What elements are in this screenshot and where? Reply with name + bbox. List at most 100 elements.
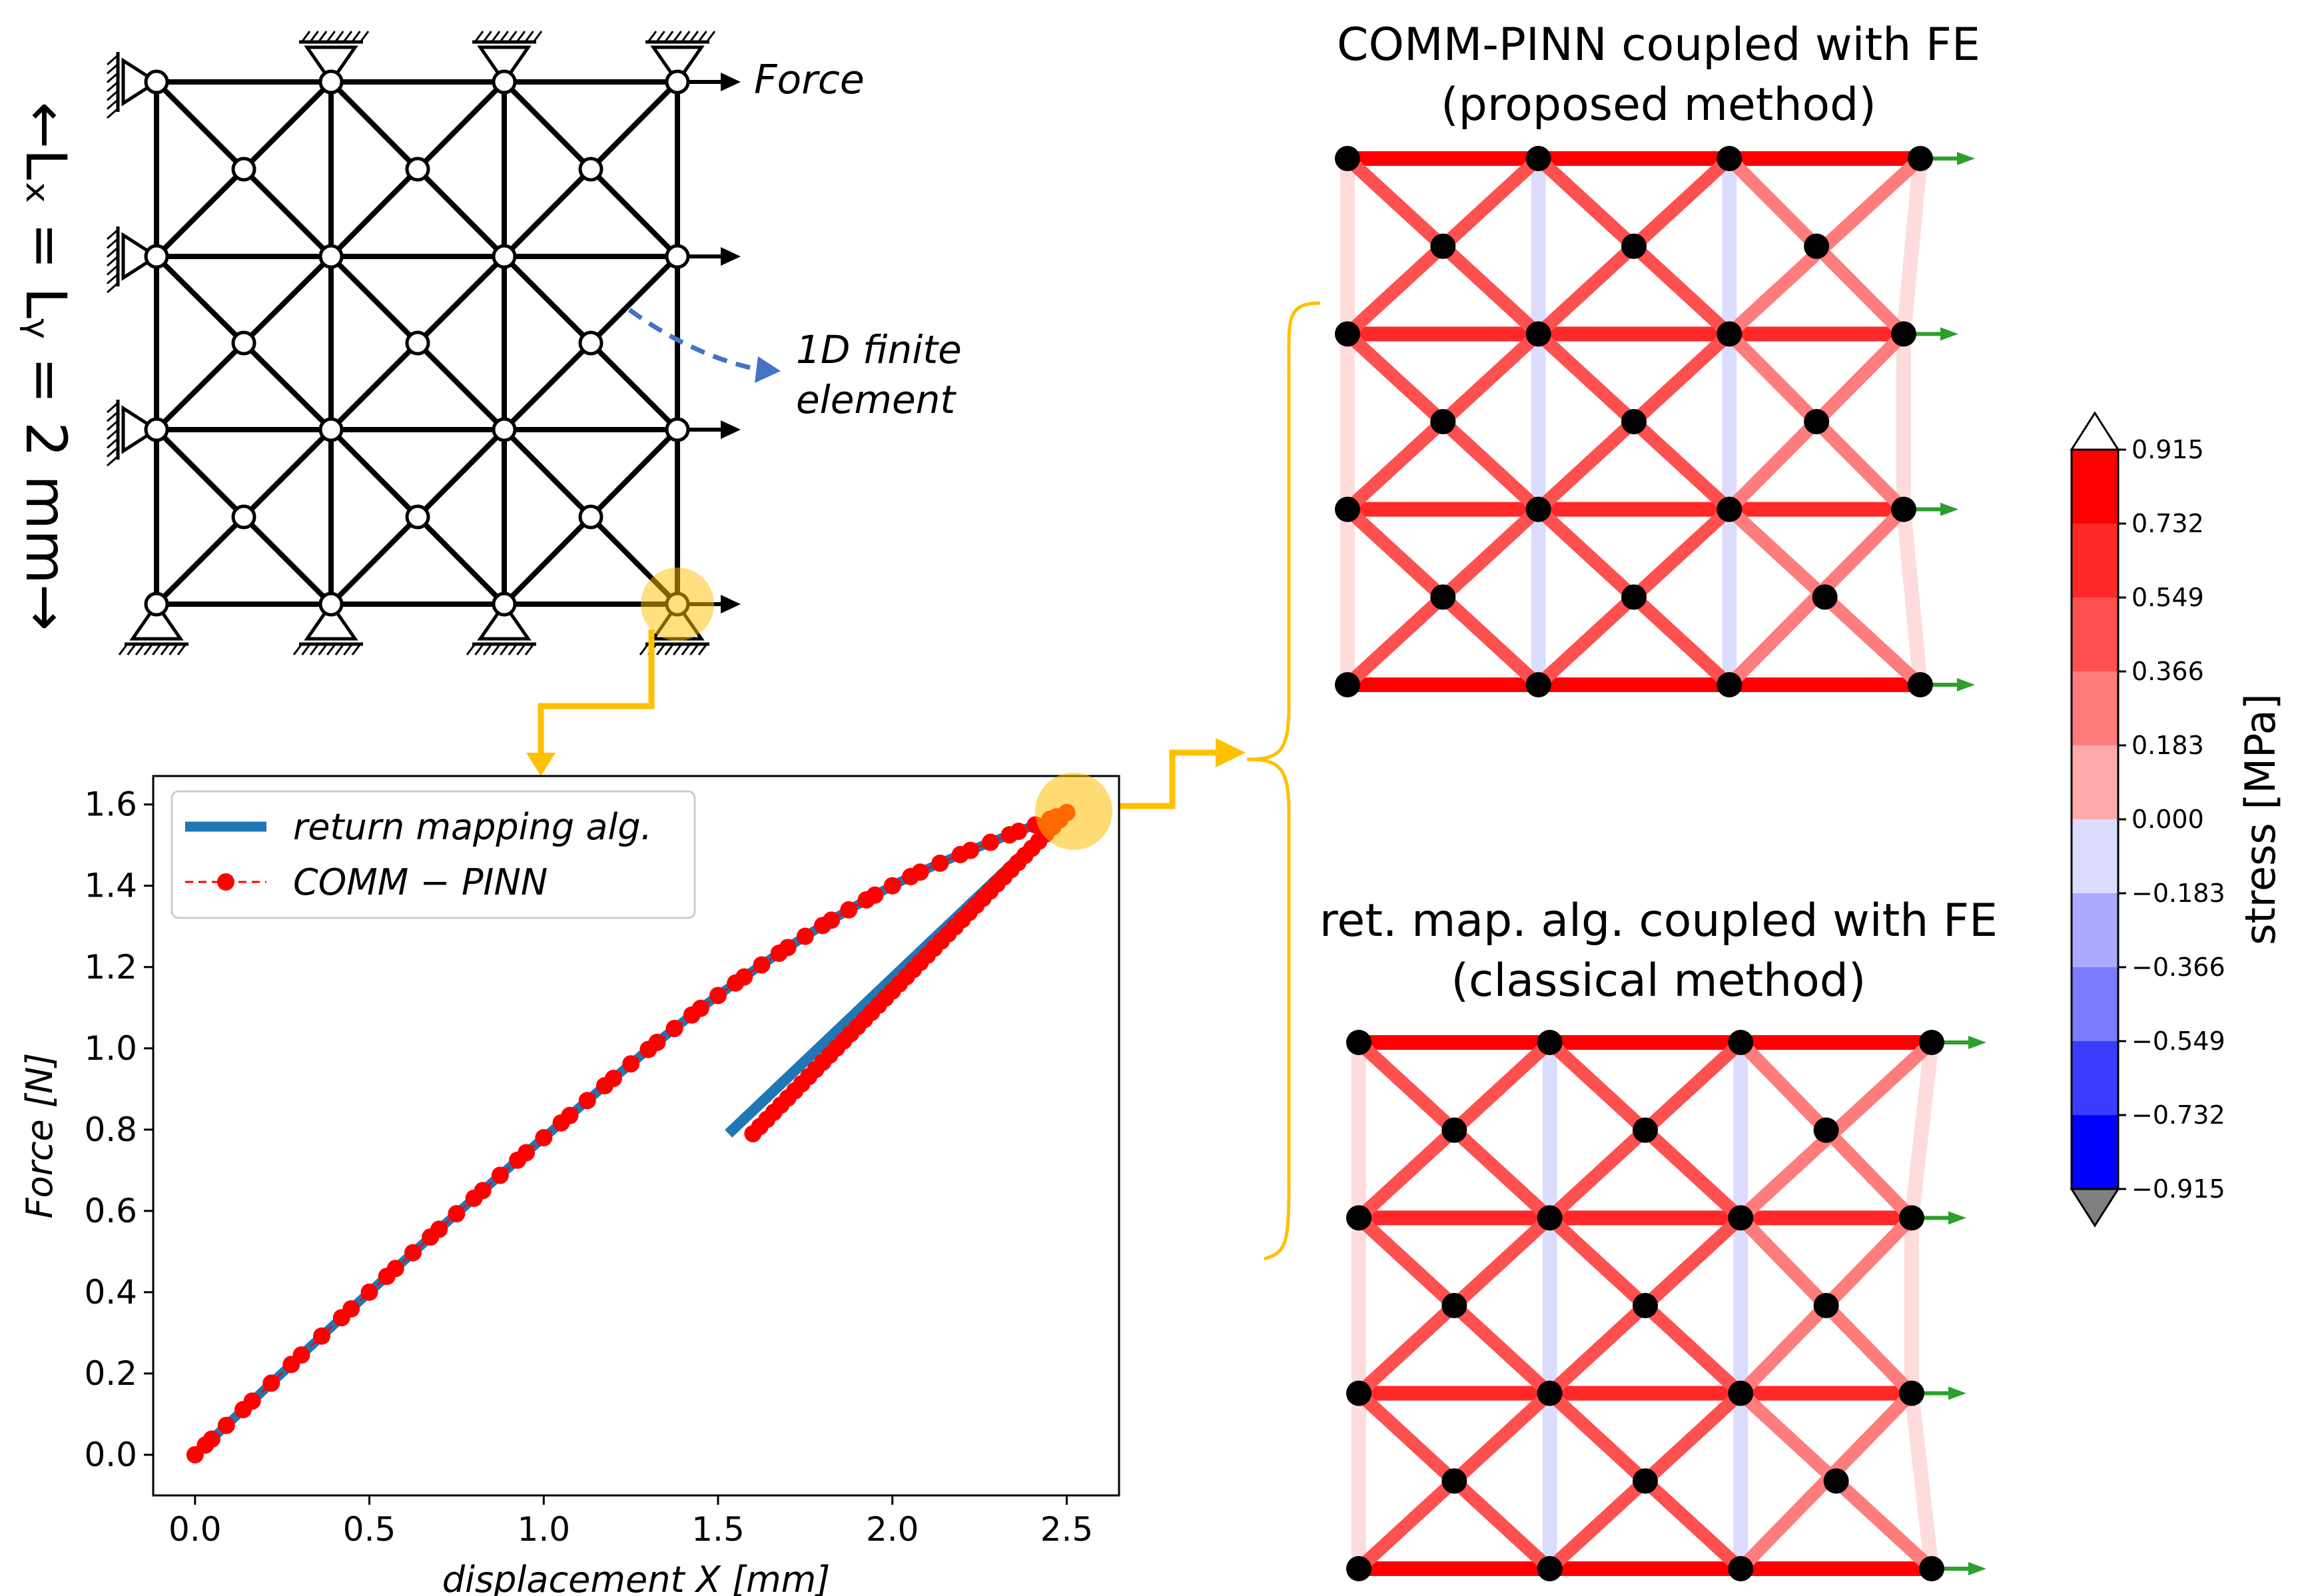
truss-node <box>492 244 517 269</box>
support-hatch <box>516 643 526 655</box>
legend-label-return-mapping: return mapping alg. <box>293 806 652 848</box>
comm-pinn-marker <box>292 1346 310 1364</box>
support-hatch <box>127 643 137 655</box>
comm-pinn-marker <box>578 1092 596 1110</box>
bracket <box>1246 301 1321 1261</box>
comm-pinn-unload-marker <box>744 1124 762 1142</box>
map-node <box>1813 1293 1839 1318</box>
map-node <box>1812 584 1838 610</box>
support-hatch <box>326 643 336 655</box>
support-hatch <box>107 54 119 66</box>
comm-pinn-marker <box>648 1033 666 1051</box>
support-hatch <box>672 31 682 43</box>
comm-pinn-marker <box>981 833 999 851</box>
colorbar-tick-label: 0.915 <box>2131 435 2204 464</box>
comm-pinn-marker <box>665 1020 683 1038</box>
load-arrowhead <box>1940 327 1958 341</box>
support-hatch <box>318 643 328 655</box>
support-hatch <box>655 31 665 43</box>
map-node <box>1346 1556 1371 1581</box>
support-hatch <box>107 420 119 431</box>
colorbar-top-extend <box>2070 411 2120 451</box>
support-hatch <box>681 31 691 43</box>
support-hatch <box>160 643 171 655</box>
support-hatch <box>107 264 119 276</box>
map-node <box>1633 1293 1658 1318</box>
map-node <box>1728 1556 1754 1581</box>
element-label-line1: 1D finite <box>796 327 962 372</box>
x-tick-label: 1.0 <box>518 1510 571 1549</box>
truss-schematic <box>107 31 741 655</box>
support-hatch <box>107 90 119 101</box>
colorbar-bottom-extend <box>2070 1188 2120 1228</box>
map-node <box>1430 233 1456 259</box>
legend-marker-comm-pinn <box>217 873 234 891</box>
truss-node <box>492 69 517 95</box>
colorbar-segment <box>2072 450 2118 524</box>
support-hatch <box>466 643 476 655</box>
truss-node <box>665 417 690 442</box>
support-hatch <box>107 246 119 258</box>
element-label-line2: element <box>796 377 957 422</box>
support-hatch <box>482 643 493 655</box>
support-hatch <box>681 643 691 655</box>
comm-pinn-marker <box>535 1129 553 1147</box>
colorbar-tick-label: 0.000 <box>2131 805 2204 834</box>
comm-pinn-marker <box>866 886 884 904</box>
support-hatch <box>524 31 534 43</box>
comm-pinn-marker <box>735 968 753 986</box>
map-node <box>1537 1205 1563 1231</box>
map-node <box>1621 233 1647 259</box>
load-arrowhead <box>1957 678 1975 691</box>
map-node <box>1728 1205 1754 1231</box>
comm-pinn-marker <box>753 956 771 974</box>
truss-node <box>144 69 169 95</box>
support-hatch <box>107 438 119 449</box>
support-hatch <box>177 643 187 655</box>
force-arrowhead <box>721 247 741 266</box>
support-hatch <box>107 446 119 458</box>
support-hatch <box>689 31 699 43</box>
pin-support-left <box>121 232 160 281</box>
support-hatch <box>508 31 518 43</box>
colorbar-segment <box>2072 524 2118 598</box>
map-node <box>1335 321 1360 347</box>
highlighted-node <box>641 568 714 641</box>
bottom-panel-title-line2: (classical method) <box>1451 955 1866 1007</box>
x-axis-label: displacement X [mm] <box>442 1559 831 1596</box>
truss-node <box>405 504 430 530</box>
vertical-member <box>1896 157 1928 335</box>
truss-node <box>405 157 430 182</box>
map-node <box>1430 584 1456 610</box>
truss-node <box>144 592 169 617</box>
load-arrowhead <box>1968 1562 1986 1575</box>
colorbar-tick-label: −0.915 <box>2131 1174 2225 1204</box>
support-hatch <box>107 402 119 414</box>
map-node <box>1717 496 1742 522</box>
truss-node <box>231 330 256 356</box>
support-hatch <box>491 643 501 655</box>
comm-pinn-marker <box>217 1416 235 1434</box>
pin-support-top <box>650 45 705 85</box>
truss-node <box>231 157 256 182</box>
map-node <box>1891 321 1916 347</box>
colorbar-segment <box>2072 1115 2118 1190</box>
map-node <box>1899 1205 1924 1231</box>
truss-node <box>231 504 256 530</box>
map-node <box>1525 672 1551 697</box>
comm-pinn-marker <box>312 1327 330 1345</box>
truss-node <box>492 417 517 442</box>
map-node <box>1537 1380 1563 1406</box>
support-hatch <box>326 31 336 43</box>
force-arrowhead <box>721 595 741 613</box>
support-hatch <box>107 428 119 440</box>
comm-pinn-marker <box>709 987 727 1004</box>
load-arrowhead <box>1948 1211 1966 1225</box>
support-hatch <box>343 643 353 655</box>
comm-pinn-marker <box>243 1392 261 1410</box>
comm-pinn-marker <box>404 1244 422 1262</box>
map-node <box>1919 1030 1944 1055</box>
map-node <box>1346 1030 1371 1055</box>
support-hatch <box>359 31 370 43</box>
truss-node <box>665 69 690 95</box>
